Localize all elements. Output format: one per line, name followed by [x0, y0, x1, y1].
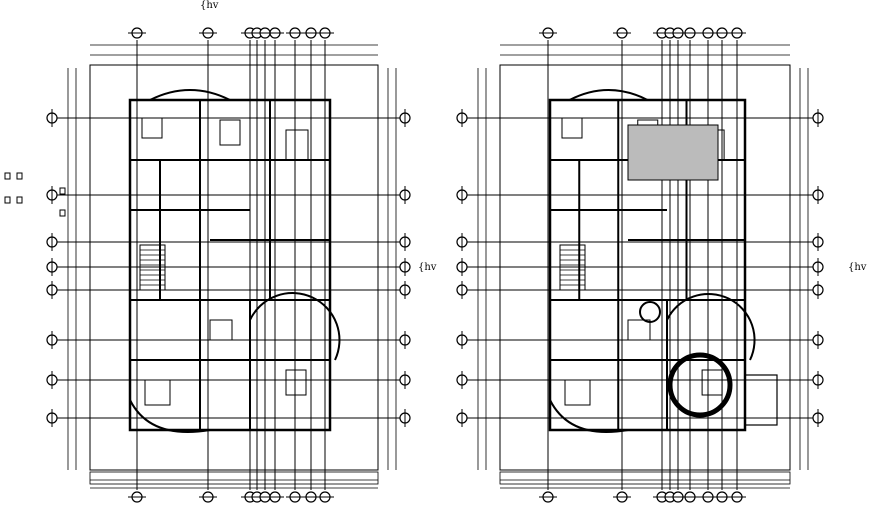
- marker-label-right: {hv: [848, 262, 867, 273]
- furniture: [627, 319, 651, 341]
- stair: [559, 244, 586, 291]
- pool-area: [627, 124, 719, 181]
- small-mark: [59, 209, 66, 217]
- small-mark: [4, 172, 11, 180]
- car: [744, 374, 778, 426]
- furniture: [219, 119, 241, 146]
- first-floor-plan: [456, 27, 824, 503]
- marker-label-middle: {hv: [418, 262, 437, 273]
- furniture: [564, 379, 591, 406]
- small-mark: [59, 187, 66, 195]
- bay-window: [569, 89, 648, 101]
- furniture: [285, 129, 309, 161]
- furniture: [209, 319, 233, 341]
- small-mark: [16, 196, 23, 204]
- small-mark: [16, 172, 23, 180]
- title-strip: [89, 471, 379, 485]
- marker-label-top: {hv: [200, 0, 219, 11]
- ground-floor-plan: [46, 27, 411, 503]
- furniture: [285, 369, 307, 396]
- spiral-stair: [667, 352, 733, 418]
- furniture: [701, 369, 723, 396]
- furniture: [561, 117, 583, 139]
- fountain: [639, 301, 661, 323]
- bay-window: [149, 89, 231, 101]
- bay-window: [549, 399, 629, 433]
- furniture: [141, 117, 163, 139]
- stair: [139, 244, 166, 291]
- bay-window: [129, 399, 211, 433]
- curved-stair: [666, 292, 756, 361]
- curved-stair: [249, 292, 341, 361]
- title-strip: [499, 471, 791, 485]
- furniture: [144, 379, 171, 406]
- small-mark: [4, 196, 11, 204]
